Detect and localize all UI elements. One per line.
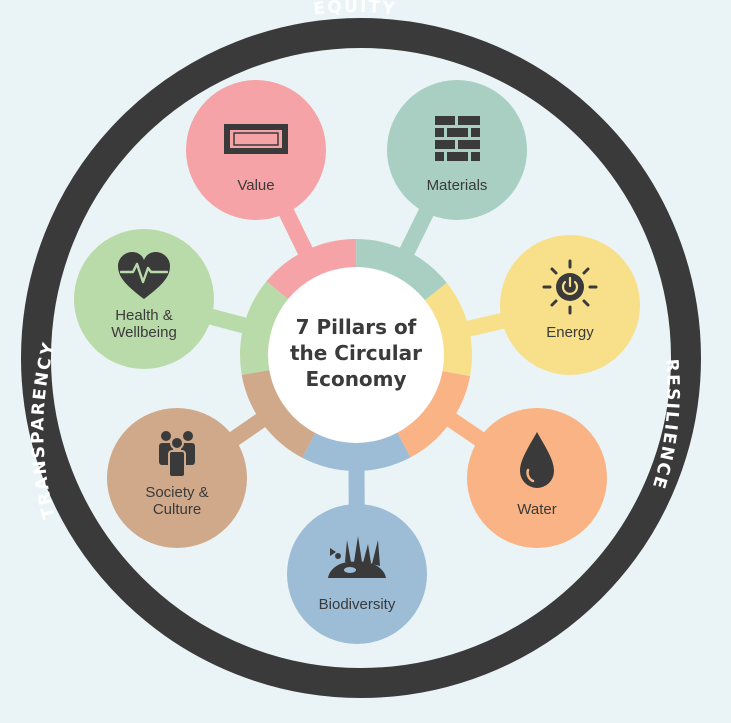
pillar-water-label: Water: [517, 501, 556, 518]
pillar-water: Water: [467, 408, 607, 548]
pillar-materials-circle: [387, 80, 527, 220]
banknote-icon: [224, 124, 288, 154]
pillar-value-label: Value: [237, 177, 274, 194]
pillar-health-wellbeing: Health & Wellbeing: [74, 229, 214, 369]
pillar-biodiversity: Biodiversity: [287, 504, 427, 644]
pillar-energy-label: Energy: [546, 324, 594, 341]
ring-label-equity: EQUITY: [312, 0, 397, 19]
pillar-energy: Energy: [500, 235, 640, 375]
pillar-society-culture-label-line1: Society &: [145, 484, 208, 501]
center-title-line3: Economy: [305, 367, 406, 391]
outer-ring: [21, 18, 701, 698]
brick-wall-icon: [435, 116, 480, 161]
pillar-materials: Materials: [387, 80, 527, 220]
inner-ring-segment-society-culture: [241, 369, 318, 458]
pillar-materials-label: Materials: [427, 177, 488, 194]
inner-ring: [240, 239, 472, 472]
pillar-biodiversity-label: Biodiversity: [319, 596, 396, 613]
pillar-society-culture: Society & Culture: [107, 408, 247, 548]
inner-ring-segment-energy: [421, 282, 472, 377]
center-title-line1: 7 Pillars of: [296, 315, 417, 339]
inner-ring-segment-health-wellbeing: [240, 281, 292, 375]
inner-ring-segment-value: [266, 239, 357, 302]
pillar-value: Value: [186, 80, 326, 220]
ecosystem-icon: [328, 536, 386, 578]
inner-ring-segment-biodiversity: [302, 429, 411, 472]
center-title-line2: the Circular: [290, 341, 422, 365]
center-disk: [268, 267, 444, 443]
pillar-health-wellbeing-label-line1: Health &: [115, 307, 173, 324]
pillar-health-wellbeing-label-line2: Wellbeing: [111, 324, 177, 341]
heart-pulse-icon: [118, 252, 170, 299]
inner-ring-segment-water: [395, 370, 471, 458]
inner-ring-segment-materials: [356, 239, 447, 303]
pillar-society-culture-label-line2: Culture: [153, 501, 201, 518]
pillar-energy-circle: [500, 235, 640, 375]
people-group-icon: [159, 431, 195, 478]
sun-power-icon: [542, 259, 598, 315]
water-drop-icon: [520, 432, 554, 488]
